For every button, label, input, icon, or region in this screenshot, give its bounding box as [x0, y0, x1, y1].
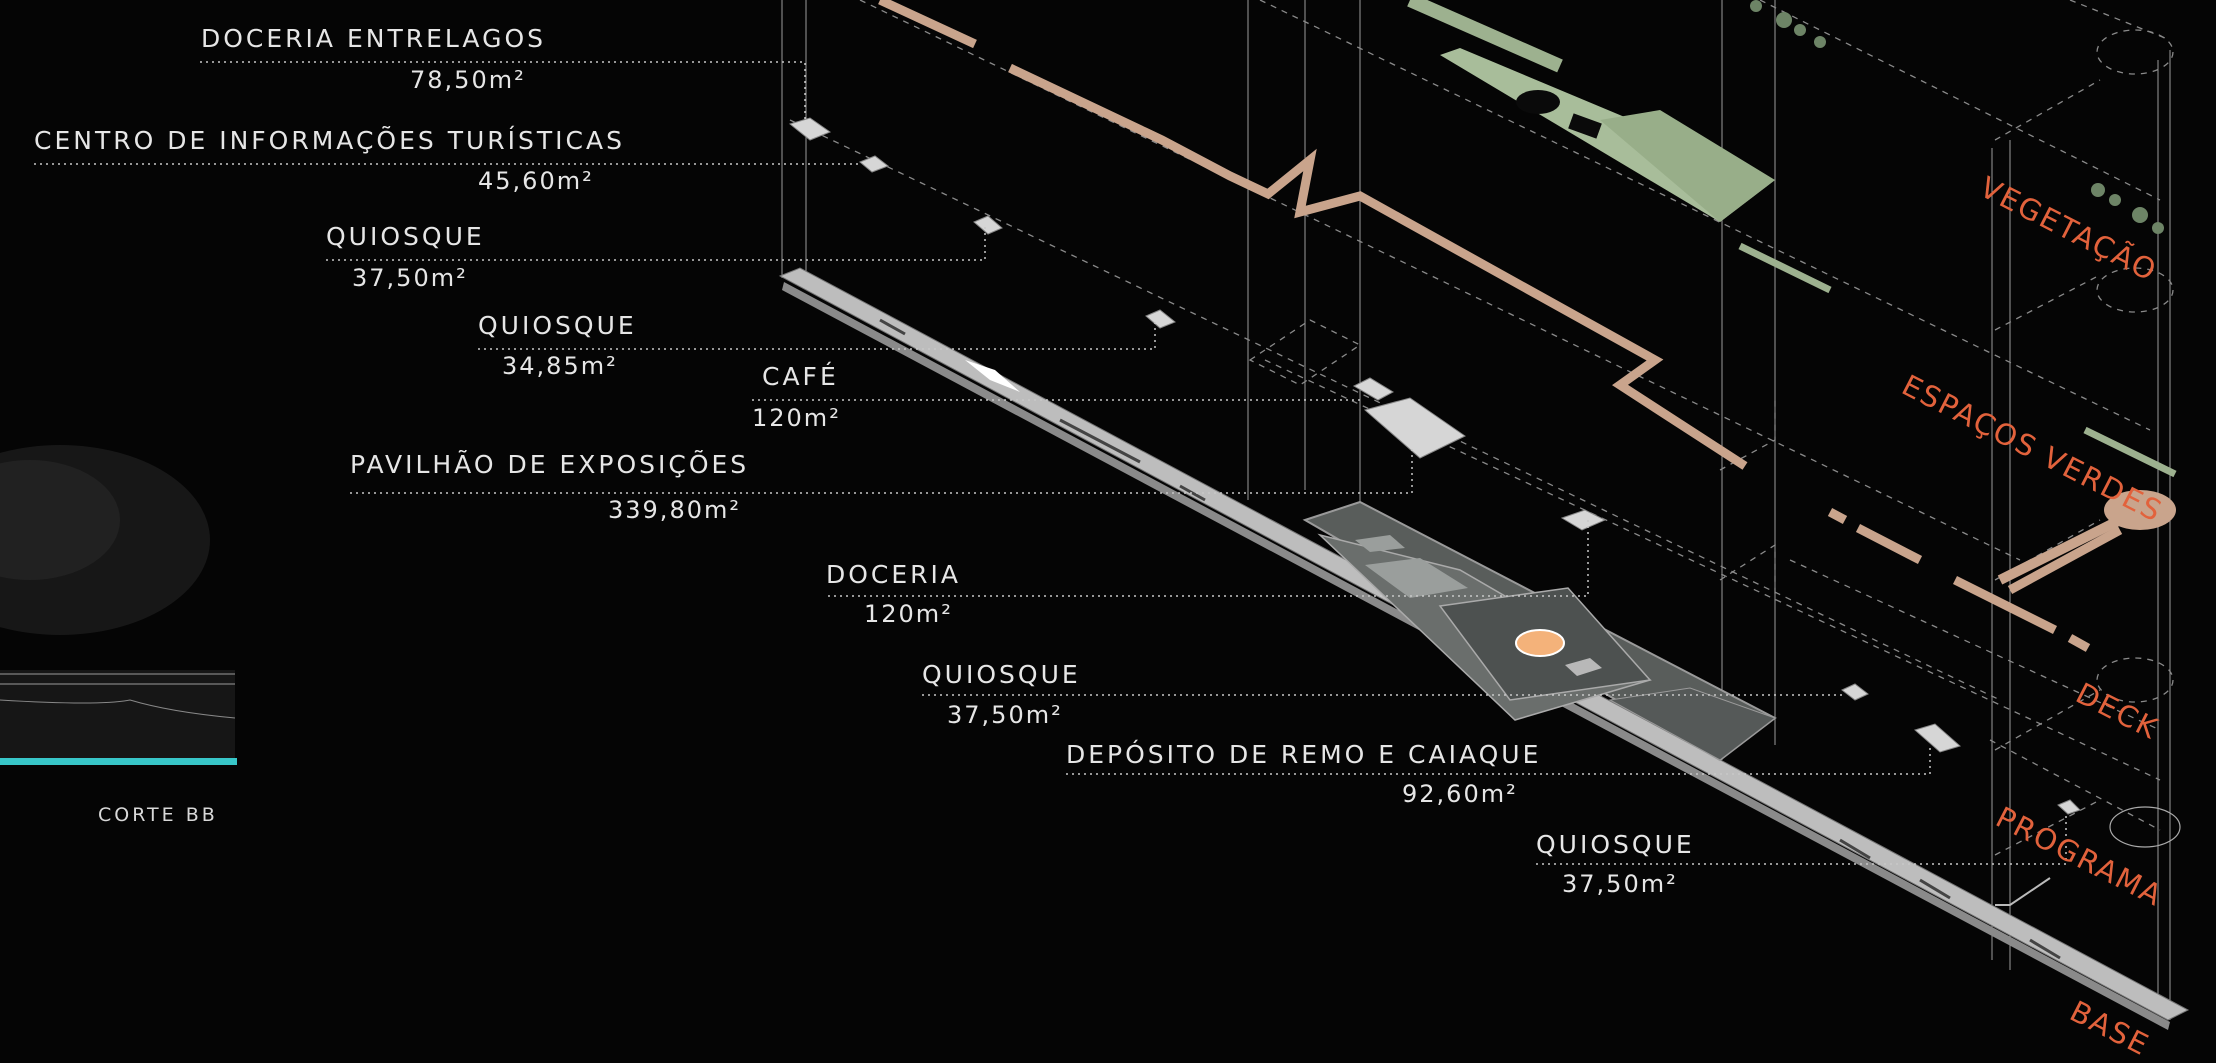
program-label-name: QUIOSQUE [1536, 830, 1695, 859]
section-thumbnail [0, 445, 237, 765]
program-label-area: 34,85m² [502, 352, 618, 380]
program-label-name: CAFÉ [762, 362, 839, 391]
vertical-lines [781, 0, 2171, 1020]
program-label-name: DOCERIA [826, 560, 962, 589]
leader-lines [34, 61, 2067, 865]
program-label-name: QUIOSQUE [326, 222, 485, 251]
vegetation-layer [1407, 0, 2177, 478]
program-blocks [788, 117, 2081, 815]
program-label-area: 120m² [752, 404, 841, 432]
program-label-name: DEPÓSITO DE REMO E CAIAQUE [1066, 740, 1542, 769]
base-platform [778, 267, 2190, 1030]
deck-layer [878, 0, 2123, 652]
program-label-name: QUIOSQUE [478, 311, 637, 340]
program-label-area: 37,50m² [947, 701, 1063, 729]
program-label-name: DOCERIA ENTRELAGOS [201, 24, 546, 53]
program-label-area: 120m² [864, 600, 953, 628]
program-label-name: CENTRO DE INFORMAÇÕES TURÍSTICAS [34, 126, 625, 155]
program-label-area: 339,80m² [608, 496, 741, 524]
program-label-area: 78,50m² [410, 66, 526, 94]
program-label-area: 45,60m² [478, 167, 594, 195]
program-label-name: PAVILHÃO DE EXPOSIÇÕES [350, 450, 750, 479]
program-label-area: 37,50m² [352, 264, 468, 292]
program-label-name: QUIOSQUE [922, 660, 1081, 689]
program-label-area: 92,60m² [1402, 780, 1518, 808]
section-caption: CORTE BB [98, 804, 218, 826]
layer-outlines [789, 0, 2174, 856]
program-label-area: 37,50m² [1562, 870, 1678, 898]
